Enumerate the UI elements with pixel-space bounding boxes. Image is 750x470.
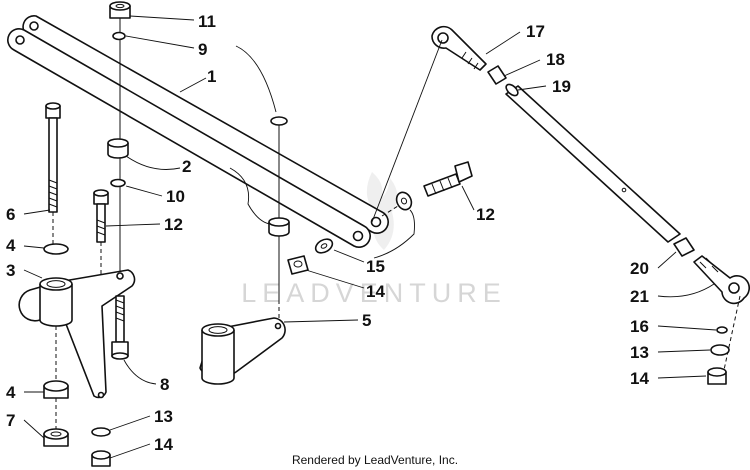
rod-end-lower bbox=[693, 255, 750, 305]
callout-8: 8 bbox=[160, 375, 169, 394]
nut-rodend bbox=[707, 367, 727, 385]
callout-4-lower: 4 bbox=[6, 383, 16, 402]
rod-end-upper bbox=[431, 25, 487, 71]
washer-center bbox=[110, 178, 126, 188]
bolt-left-short bbox=[93, 189, 109, 243]
callout-17: 17 bbox=[526, 22, 545, 41]
bolt-horizontal bbox=[423, 161, 473, 197]
bolt-vertical-small bbox=[111, 295, 129, 360]
nut-bottom-center bbox=[91, 450, 111, 467]
bushing-right bbox=[268, 217, 290, 237]
nut-left-bottom bbox=[43, 428, 69, 447]
callout-11: 11 bbox=[198, 12, 216, 31]
washer-bottom-center bbox=[91, 427, 111, 437]
washer-top bbox=[112, 31, 126, 41]
callout-6: 6 bbox=[6, 205, 15, 224]
washer-right bbox=[270, 116, 288, 126]
callout-14-right: 14 bbox=[630, 369, 649, 388]
callout-4: 4 bbox=[6, 236, 16, 255]
arm-lower bbox=[7, 28, 371, 248]
bracket-right bbox=[199, 317, 286, 385]
callout-9: 9 bbox=[198, 40, 207, 59]
nut-top bbox=[109, 1, 131, 19]
watermark-text: LEADVENTURE bbox=[241, 278, 507, 308]
callout-7: 7 bbox=[6, 411, 15, 430]
callout-14: 14 bbox=[154, 435, 173, 454]
nut-middle bbox=[287, 255, 309, 275]
leader-lines bbox=[23, 15, 717, 459]
callout-2: 2 bbox=[182, 157, 191, 176]
footer-credit: Rendered by LeadVenture, Inc. bbox=[291, 453, 459, 467]
nut-left-lower bbox=[43, 380, 69, 399]
callout-5: 5 bbox=[362, 311, 371, 330]
jam-nut-lower bbox=[673, 237, 695, 257]
washer-horizontal bbox=[395, 191, 413, 211]
bushing-center bbox=[107, 138, 129, 159]
callout-13-right: 13 bbox=[630, 343, 649, 362]
callout-1: 1 bbox=[207, 67, 216, 86]
callout-10: 10 bbox=[166, 187, 185, 206]
washer-middle bbox=[314, 238, 334, 254]
callout-19: 19 bbox=[552, 77, 571, 96]
callout-18: 18 bbox=[546, 50, 565, 69]
arm-upper bbox=[22, 15, 389, 234]
washer-left-upper bbox=[43, 243, 69, 255]
tie-rod-tube bbox=[505, 83, 681, 243]
callout-13: 13 bbox=[154, 407, 173, 426]
callout-20: 20 bbox=[630, 259, 649, 278]
callout-12-right: 12 bbox=[476, 205, 495, 224]
callout-12: 12 bbox=[164, 215, 183, 234]
callout-15: 15 bbox=[366, 257, 385, 276]
callout-21: 21 bbox=[630, 287, 649, 306]
washer-rodend-small bbox=[716, 326, 728, 334]
bolt-long bbox=[45, 102, 61, 213]
callout-16: 16 bbox=[630, 317, 649, 336]
callout-3: 3 bbox=[6, 261, 15, 280]
washer-rodend bbox=[710, 344, 730, 356]
callout-14-middle: 14 bbox=[366, 282, 385, 301]
jam-nut-upper bbox=[487, 65, 507, 85]
